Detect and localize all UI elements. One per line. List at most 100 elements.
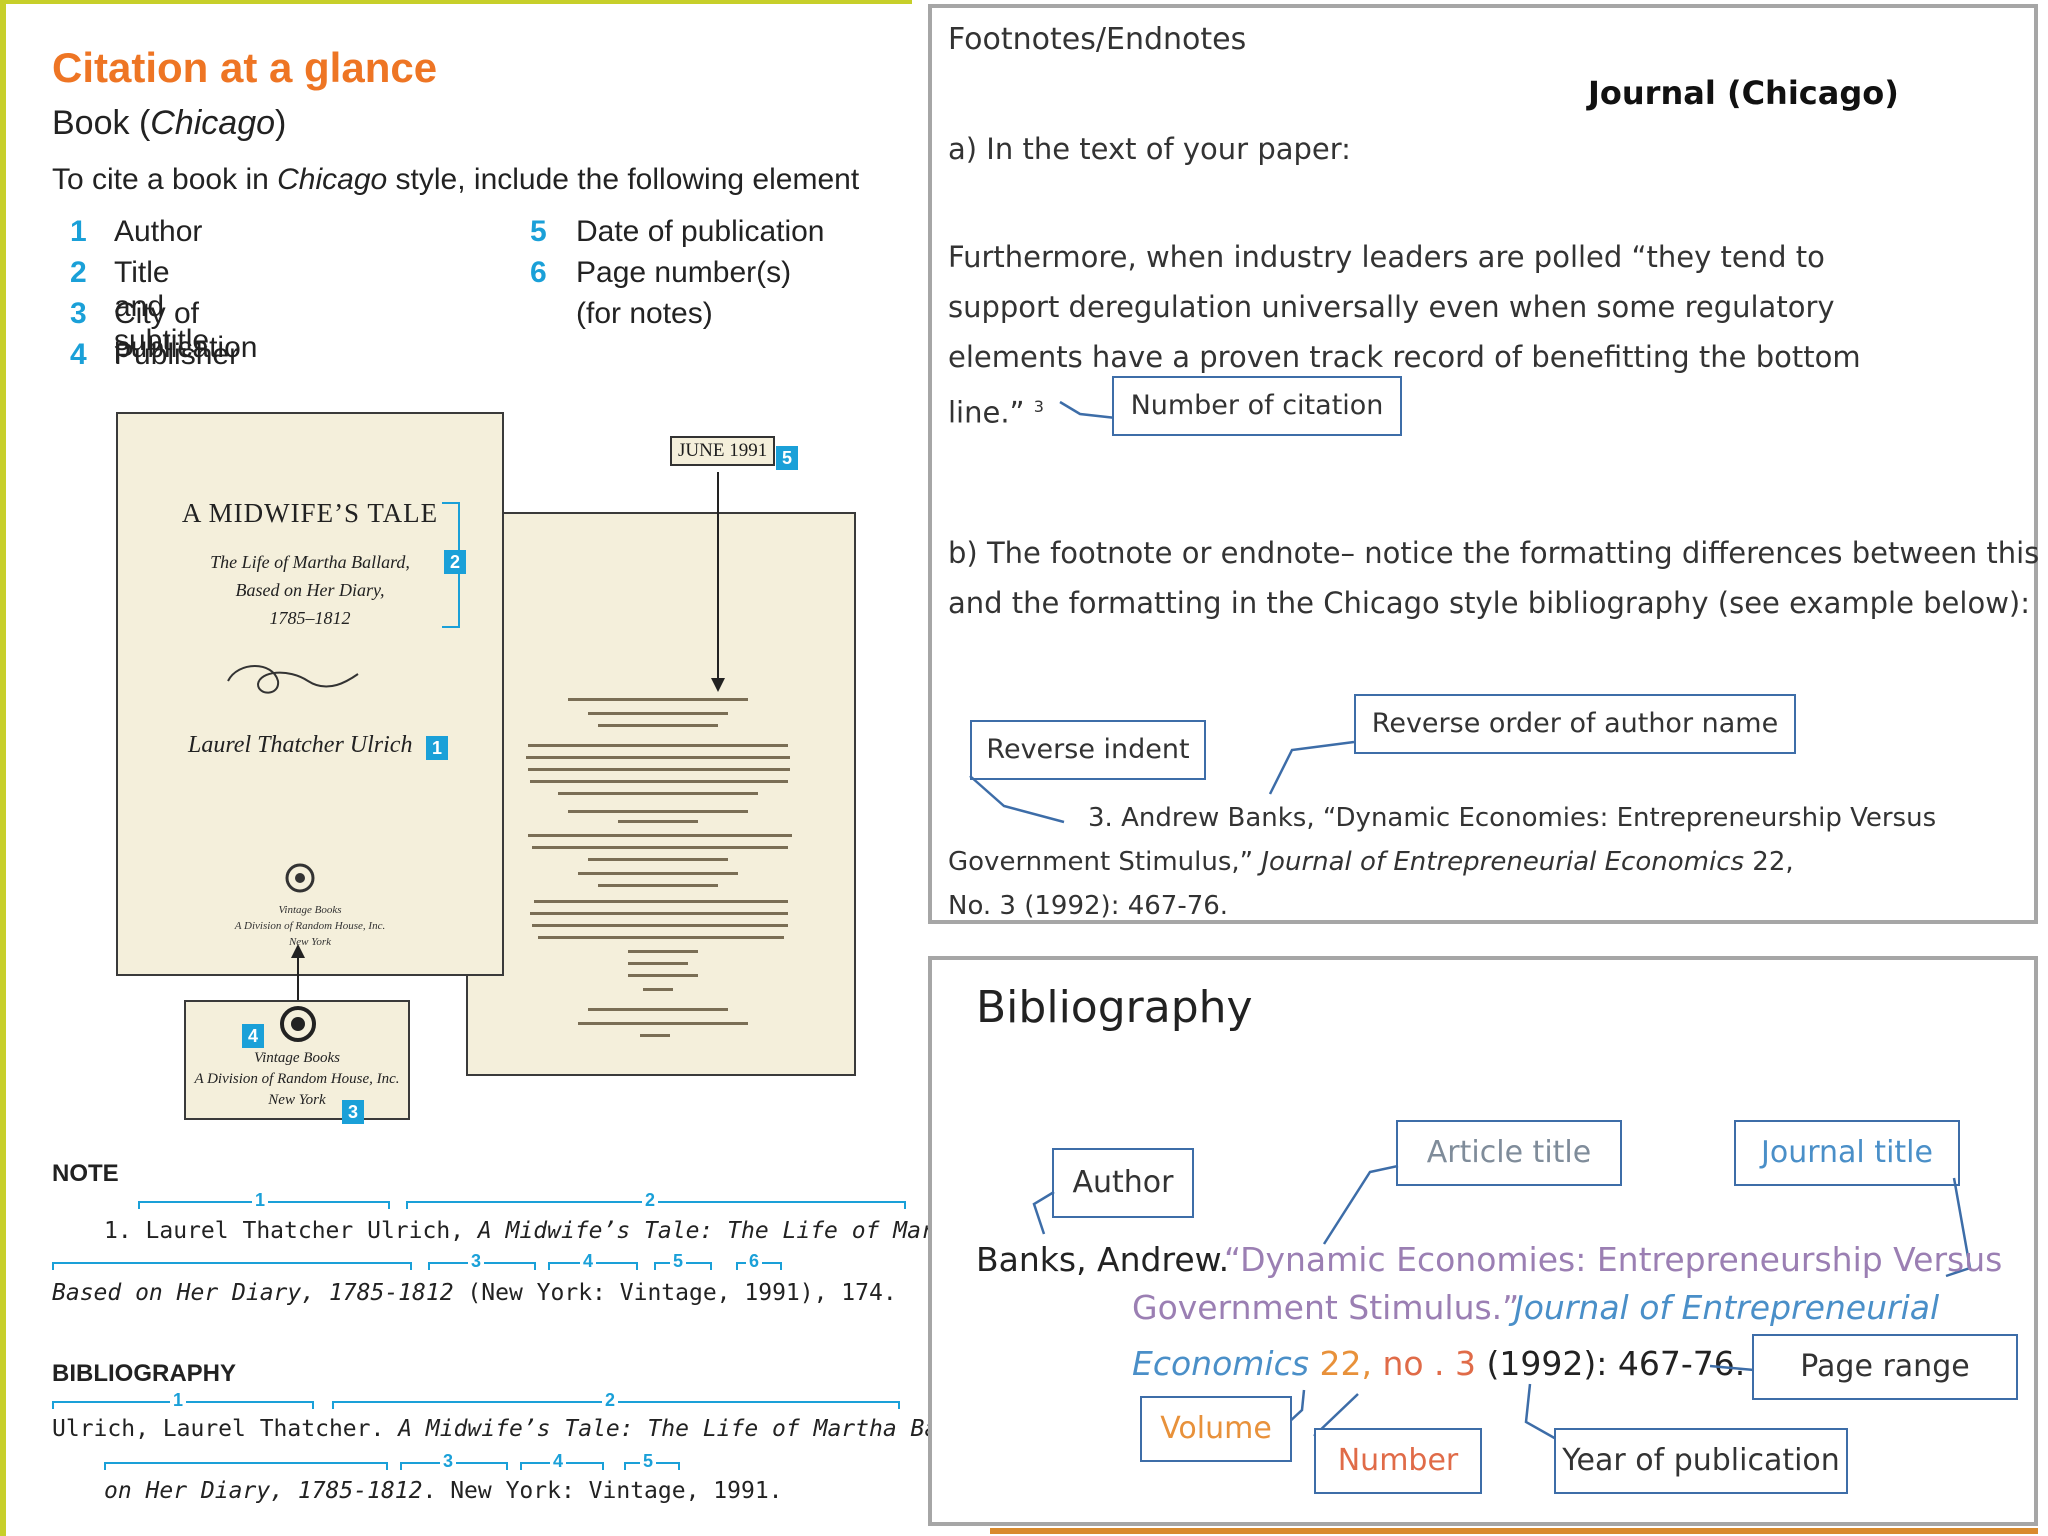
element-number: 1 (70, 215, 87, 248)
bib-title-cont: on Her Diary, 1785-1812 (104, 1478, 423, 1504)
quote-line: elements have a proven track record of b… (948, 340, 1861, 374)
list-item: (for notes) (530, 297, 713, 338)
page-title: Citation at a glance (52, 44, 438, 91)
panel-edge (0, 0, 6, 1536)
marker-underline: 3 (400, 1451, 508, 1472)
publisher-line: New York (268, 1092, 326, 1108)
bib-author: Ulrich, Laurel Thatcher. (52, 1416, 399, 1442)
subtitle-chicago: Chicago (150, 104, 276, 142)
element-number: 5 (530, 215, 547, 248)
publisher-arrow (291, 944, 305, 1002)
publisher-line: A Division of Random House, Inc. (194, 1071, 400, 1087)
bib-year-pages: (1992): 467-76. (1486, 1344, 1746, 1383)
intro-part-b: style, include the following element (387, 163, 860, 196)
marker-underline: 1 (138, 1190, 390, 1211)
quote-block: Furthermore, when industry leaders are p… (948, 232, 1861, 438)
number-of-citation-box: Number of citation (1112, 376, 1402, 436)
element-label: City of publication (114, 297, 258, 364)
footnote-volume: 22, (1744, 847, 1794, 877)
marker-underline: 6 (736, 1251, 782, 1272)
element-label: Page number(s) (576, 256, 792, 289)
reverse-indent-box: Reverse indent (970, 720, 1206, 780)
part-a-label: a) In the text of your paper: (948, 132, 1351, 166)
subtitle-text: Book ( (52, 104, 151, 142)
footnote-example: 3. Andrew Banks, “Dynamic Economies: Ent… (948, 796, 1936, 928)
marker-underline: 1 (52, 1390, 314, 1411)
citation-superscript: 3 (1033, 397, 1044, 416)
note-author: 1. Laurel Thatcher Ulrich, (104, 1218, 478, 1244)
element-label: Publisher (114, 338, 240, 371)
marker-number: 6 (746, 1251, 763, 1272)
marker-underline: 2 (332, 1390, 900, 1411)
footnote-line: Government Stimulus,” Journal of Entrepr… (948, 840, 1936, 884)
footnote-article: Government Stimulus,” (948, 847, 1262, 877)
bib-article-line-1: “Dynamic Economies: Entrepreneurship Ver… (1224, 1240, 2003, 1279)
bibliography-label: BIBLIOGRAPHY (52, 1360, 237, 1387)
cover-publisher: Vintage Books A Division of Random House… (118, 902, 502, 950)
title-page: A MIDWIFE’S TALE The Life of Martha Ball… (116, 412, 504, 976)
bib-journal-line-2: Economics (1132, 1344, 1309, 1383)
publisher-line: New York (288, 936, 332, 948)
reverse-author-box: Reverse order of author name (1354, 694, 1796, 754)
note-title-cont: Based on Her Diary, 1785-1812 (52, 1280, 454, 1306)
reverse-author-connector (1268, 740, 1355, 795)
year-connector (1524, 1383, 1559, 1442)
author-box: Author (1052, 1148, 1194, 1218)
list-item: 1 Author (70, 215, 202, 256)
marker-underline: 5 (624, 1451, 680, 1472)
subtitle-line: 1785–1812 (269, 608, 351, 628)
marker-number: 2 (642, 1190, 659, 1211)
number-connector (1059, 400, 1117, 420)
bottom-accent-line (990, 1528, 2038, 1534)
marker-number: 5 (670, 1251, 687, 1272)
chicago-book-panel: Citation at a glance Book (Chicago) To c… (0, 0, 1104, 1536)
journal-label: Journal (Chicago) (1588, 74, 1899, 112)
intro-text: To cite a book in Chicago style, include… (52, 163, 912, 197)
element-number: 6 (530, 256, 547, 289)
marker-badge: 4 (242, 1024, 264, 1048)
marker-underline: 5 (654, 1251, 712, 1272)
badge-publisher: 4 (242, 1024, 264, 1048)
bib-volume: 22, (1319, 1344, 1372, 1383)
marker-number: 1 (252, 1190, 269, 1211)
publisher-line: Vintage Books (254, 1050, 340, 1066)
page-range-connector (1709, 1364, 1755, 1372)
bib-line-2: on Her Diary, 1785-1812. New York: Vinta… (104, 1478, 783, 1504)
quote-line: Furthermore, when industry leaders are p… (948, 240, 1825, 274)
element-label: Author (114, 215, 203, 248)
element-number: 2 (70, 256, 87, 289)
bib-journal-line-1: Journal of Entrepreneurial (1514, 1288, 1940, 1327)
journal-connector (1945, 1177, 1972, 1278)
article-connector (1322, 1164, 1399, 1245)
badge-city: 3 (342, 1100, 364, 1124)
marker-badge: 5 (776, 446, 798, 470)
page-note: (for notes) (576, 297, 713, 330)
badge-author: 1 (426, 736, 448, 760)
bib-line-3: Economics 22, no . 3 (1992): 467-76. (1132, 1344, 1745, 1383)
colophon-icon (280, 1006, 316, 1042)
marker-badge: 2 (444, 550, 466, 574)
footnotes-heading: Footnotes/Endnotes (948, 22, 1247, 57)
marker-underline: 3 (428, 1251, 536, 1272)
badge-date: 5 (776, 446, 798, 470)
marker-underline (52, 1262, 412, 1272)
marker-underline: 4 (548, 1251, 638, 1272)
intro-part-a: To cite a book in (52, 163, 278, 196)
marker-number: 4 (550, 1451, 567, 1472)
footnote-journal: Journal of Entrepreneurial Economics (1261, 847, 1745, 877)
part-b-line: and the formatting in the Chicago style … (948, 586, 2030, 620)
badge-title: 2 (444, 550, 466, 574)
journal-title-box: Journal title (1734, 1120, 1960, 1186)
copyright-page (466, 512, 856, 1076)
footnotes-panel: Footnotes/Endnotes Journal (Chicago) a) … (928, 4, 2039, 924)
marker-number: 2 (602, 1390, 619, 1411)
year-box: Year of publication (1554, 1428, 1848, 1494)
flourish-ornament (227, 665, 359, 694)
publisher-line: A Division of Random House, Inc. (234, 920, 386, 932)
marker-underline: 4 (520, 1451, 604, 1472)
